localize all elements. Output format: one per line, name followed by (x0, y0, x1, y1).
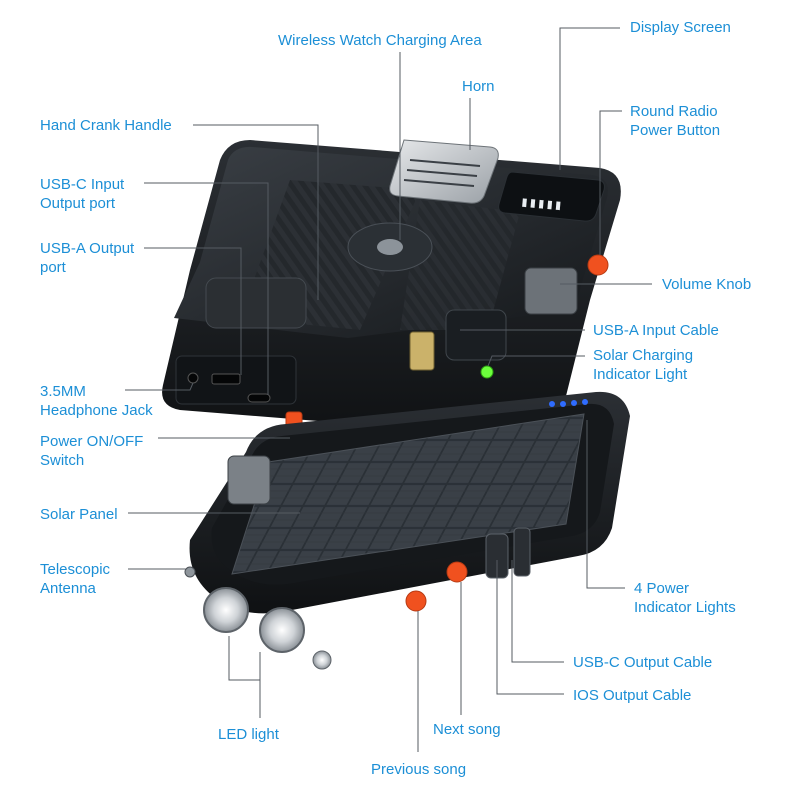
label-usb-c-input-output-port: USB-C Input Output port (40, 176, 125, 212)
label-solar-panel: Solar Panel (40, 506, 118, 523)
side-knob (227, 455, 271, 505)
leader-display-screen (559, 27, 620, 170)
leader-lines (125, 27, 652, 752)
power-indicator-light-3 (571, 400, 577, 406)
previous-song-button (405, 590, 427, 612)
label-usb-a-input-cable: USB-A Input Cable (593, 322, 719, 339)
top-device-texture-2 (400, 200, 520, 330)
horn-grille (389, 139, 499, 204)
volume-knob (524, 267, 578, 315)
leader-usb-c-output (511, 560, 564, 663)
label-power-on-off-switch: Power ON/OFF Switch (40, 433, 144, 469)
usb-a-connector (409, 331, 435, 371)
power-indicator-light-1 (549, 401, 555, 407)
power-indicator-light-4 (582, 399, 588, 405)
label-previous-song: Previous song (371, 761, 467, 778)
leader-headphone (125, 382, 194, 391)
next-song-button (446, 561, 468, 583)
label-next-song: Next song (433, 721, 501, 738)
leader-radio-power (599, 110, 622, 255)
headphone-jack (187, 372, 199, 384)
usb-a-input-cable (445, 309, 507, 361)
display-digits-icon: ▮▮▮▮▮ (520, 194, 563, 214)
telescopic-antenna (184, 566, 196, 578)
label-power-indicator-lights: 4 Power Indicator Lights (634, 580, 736, 616)
power-indicator-lights (549, 399, 588, 407)
top-device: ▮▮▮▮▮ (162, 139, 621, 439)
label-wireless-watch-charging-area: Wireless Watch Charging Area (278, 32, 482, 49)
leader-solar-indicator (487, 355, 585, 367)
label-telescopic-antenna: Telescopic Antenna (40, 561, 111, 597)
label-horn: Horn (462, 78, 495, 95)
label-volume-knob: Volume Knob (662, 276, 752, 293)
led-light-right (259, 607, 305, 653)
leader-hand-crank (193, 124, 319, 300)
round-radio-power-button (587, 254, 609, 276)
label-hand-crank-handle: Hand Crank Handle (40, 117, 172, 134)
ios-output-cable (513, 527, 531, 577)
usb-a-output-port (211, 373, 241, 385)
label-led-light: LED light (218, 726, 279, 743)
label-headphone-jack: 3.5MM Headphone Jack (40, 383, 153, 419)
usb-c-port (247, 393, 271, 403)
leader-ios-output (496, 560, 564, 695)
label-round-radio-power-button: Round Radio Power Button (630, 103, 721, 139)
leader-power-lights (586, 420, 625, 589)
hand-crank-handle (205, 277, 307, 329)
leader-usb-a-port (144, 247, 242, 375)
solar-charging-indicator-light (480, 365, 494, 379)
label-display-screen: Display Screen (630, 19, 731, 36)
small-led-icon (312, 650, 332, 670)
label-ios-output-cable: IOS Output Cable (573, 687, 692, 704)
wireless-charging-icon (377, 239, 403, 255)
label-usb-a-output-port: USB-A Output port (40, 240, 135, 276)
leader-led-light (228, 636, 261, 681)
display-screen (498, 171, 605, 222)
led-light-left (203, 587, 249, 633)
horn-slots (403, 159, 481, 187)
power-indicator-light-2 (560, 401, 566, 407)
bottom-device (184, 365, 631, 670)
label-solar-charging-indicator-light: Solar Charging Indicator Light (593, 347, 694, 383)
label-usb-c-output-cable: USB-C Output Cable (573, 654, 713, 671)
leader-usb-c-port (144, 182, 269, 395)
